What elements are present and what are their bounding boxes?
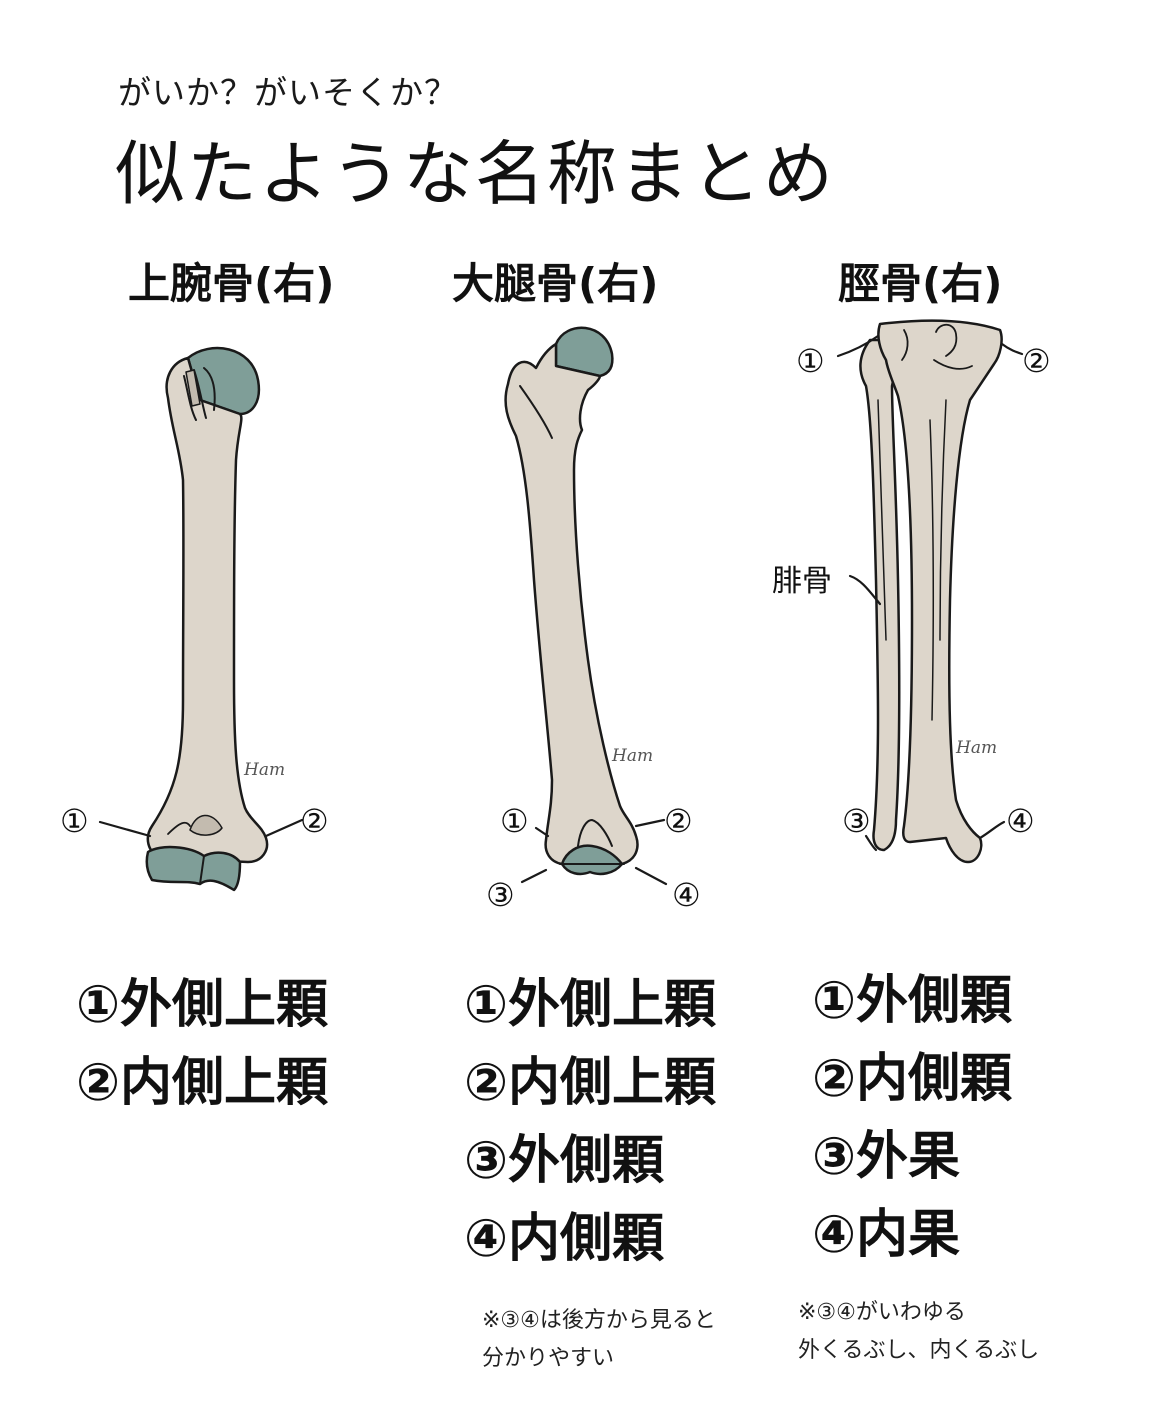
- callout-4: ④: [1006, 802, 1035, 840]
- signature: Ham: [956, 738, 997, 758]
- callout-2: ②: [300, 802, 329, 840]
- callout-4: ④: [672, 876, 701, 914]
- humerus-term-1: ①外側上顆: [76, 962, 328, 1037]
- callout-1: ①: [500, 802, 529, 840]
- tibia-note-line-1: ※③④がいわゆる: [798, 1294, 1039, 1332]
- callout-3: ③: [842, 802, 871, 840]
- signature: Ham: [244, 760, 285, 780]
- tibia-illustration: [860, 321, 1001, 862]
- fibula-label: 腓骨: [772, 556, 832, 600]
- femur-note: ※③④は後方から見ると 分かりやすい: [482, 1302, 716, 1378]
- signature: Ham: [612, 746, 653, 766]
- femur-term-2: ②内側上顆: [464, 1040, 716, 1115]
- tibia-term-3: ③外果: [812, 1114, 960, 1189]
- callout-2: ②: [664, 802, 693, 840]
- tibia-note: ※③④がいわゆる 外くるぶし、内くるぶし: [798, 1294, 1039, 1370]
- femur-illustration: [506, 328, 638, 874]
- tibia-term-2: ②内側顆: [812, 1036, 1012, 1111]
- callout-1: ①: [796, 342, 825, 380]
- femur-term-1: ①外側上顆: [464, 962, 716, 1037]
- callout-2: ②: [1022, 342, 1051, 380]
- femur-note-line-1: ※③④は後方から見ると: [482, 1302, 716, 1340]
- humerus-illustration: [147, 348, 267, 890]
- tibia-term-4: ④内果: [812, 1192, 960, 1267]
- callout-3: ③: [486, 876, 515, 914]
- humerus-term-2: ②内側上顆: [76, 1040, 328, 1115]
- callout-1: ①: [60, 802, 89, 840]
- tibia-term-1: ①外側顆: [812, 958, 1012, 1033]
- femur-term-3: ③外側顆: [464, 1118, 664, 1193]
- tibia-note-line-2: 外くるぶし、内くるぶし: [798, 1332, 1039, 1370]
- femur-term-4: ④内側顆: [464, 1196, 664, 1271]
- femur-note-line-2: 分かりやすい: [482, 1340, 716, 1378]
